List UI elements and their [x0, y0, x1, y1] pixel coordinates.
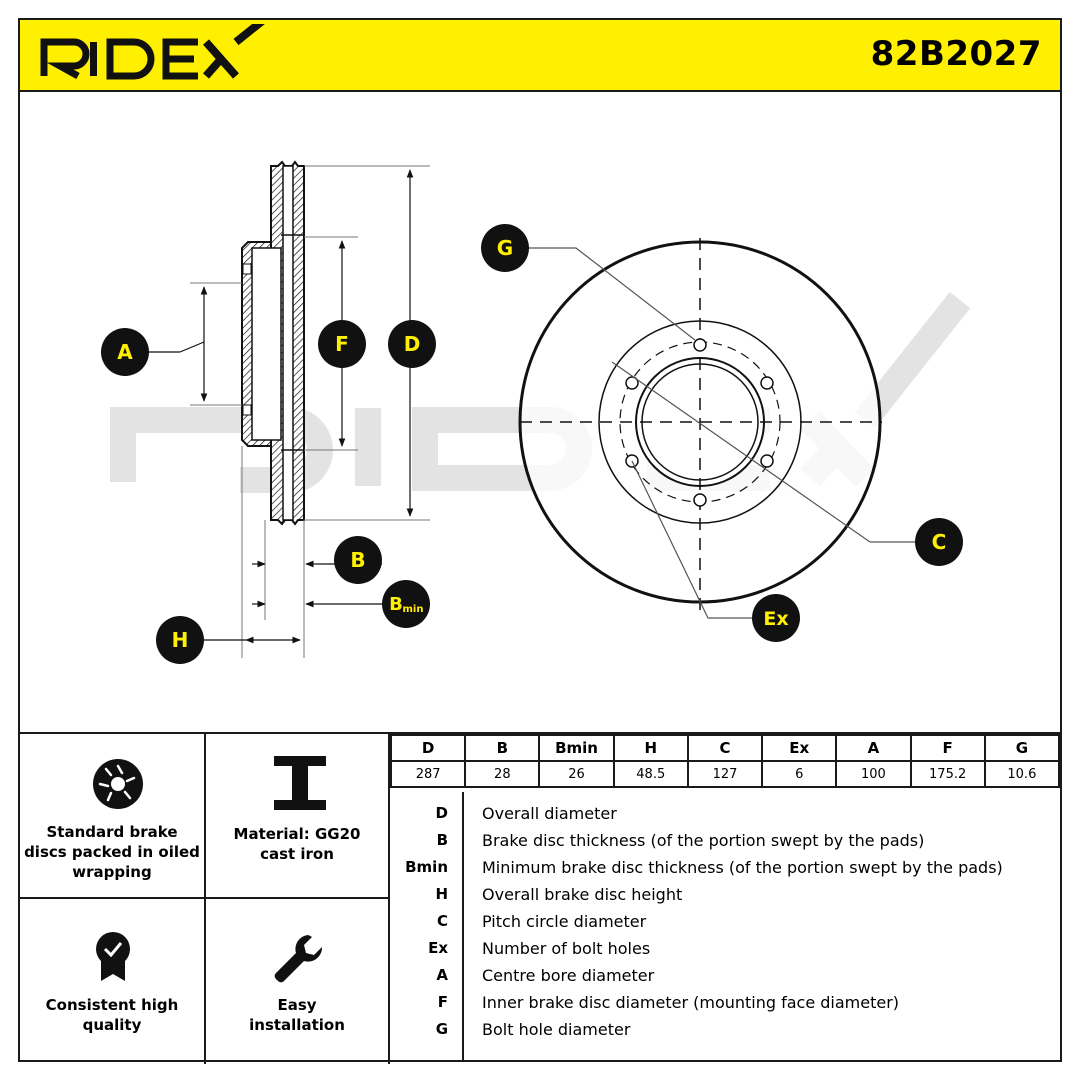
- legend-desc: Pitch circle diameter: [482, 912, 647, 931]
- legend-key-column: [390, 792, 464, 1062]
- label-bmin: B min: [382, 580, 430, 628]
- spec-header: A: [835, 734, 912, 762]
- label-f: F: [318, 320, 366, 368]
- spec-value: 6: [761, 760, 838, 788]
- spec-value: 26: [538, 760, 615, 788]
- spec-value: 175.2: [909, 760, 986, 788]
- spec-value: 100: [835, 760, 912, 788]
- feature-quality: Consistent high quality: [20, 899, 206, 1064]
- spec-header: G: [983, 734, 1061, 762]
- legend-row: H Overall brake disc height: [390, 881, 1060, 908]
- legend-desc: Overall brake disc height: [482, 885, 683, 904]
- quality-badge-icon: [96, 932, 130, 981]
- spec-value-row: 287 28 26 48.5 127 6 100 175.2 10.6: [389, 760, 1061, 788]
- spec-value: 287: [389, 760, 467, 788]
- label-b: B: [334, 536, 382, 584]
- svg-text:C: C: [932, 530, 947, 554]
- spec-header: C: [686, 734, 764, 762]
- legend-desc: Bolt hole diameter: [482, 1020, 631, 1039]
- svg-text:G: G: [497, 236, 513, 260]
- legend-row: D Overall diameter: [390, 800, 1060, 827]
- legend-desc: Number of bolt holes: [482, 939, 651, 958]
- bottom-section: Standard brake discs packed in oiled wra…: [20, 732, 1061, 1064]
- svg-text:B: B: [389, 594, 403, 615]
- feature-text-line: Standard brake: [46, 823, 178, 841]
- feature-text-line: wrapping: [72, 863, 152, 881]
- legend-desc: Minimum brake disc thickness (of the por…: [482, 858, 1003, 877]
- spec-value: 48.5: [612, 760, 689, 788]
- spec-header: H: [612, 734, 689, 762]
- legend-key: B: [436, 831, 448, 849]
- label-ex: Ex: [752, 594, 800, 642]
- spec-table: D B Bmin H C Ex A F G 287 28 26 48.5 127…: [389, 734, 1061, 788]
- legend-desc: Overall diameter: [482, 804, 617, 823]
- header-bar: 82B2027: [20, 14, 1060, 92]
- label-a: A: [101, 328, 149, 376]
- wrench-icon: [274, 934, 323, 983]
- disc-side-view: [148, 160, 430, 658]
- svg-text:F: F: [335, 332, 349, 356]
- legend-desc: Brake disc thickness (of the portion swe…: [482, 831, 925, 850]
- feature-material: Material: GG20 cast iron: [206, 734, 390, 899]
- feature-text-line: discs packed in oiled: [24, 843, 200, 861]
- svg-text:A: A: [117, 340, 133, 364]
- legend-row: Bmin Minimum brake disc thickness (of th…: [390, 854, 1060, 881]
- i-beam-material-icon: [274, 756, 326, 810]
- datasheet: 82B2027: [18, 14, 1062, 1064]
- feature-text-line: Easy: [277, 996, 317, 1014]
- feature-text-line: Consistent high: [45, 996, 179, 1014]
- legend-key: G: [435, 1020, 448, 1038]
- label-c: C: [915, 518, 963, 566]
- legend-key: A: [436, 966, 448, 984]
- disc-front-view: [518, 238, 916, 619]
- technical-drawing: A F D B B min H G C Ex: [101, 160, 971, 664]
- dimension-legend: D Overall diameter B Brake disc thicknes…: [390, 792, 1060, 1062]
- spec-header: B: [464, 734, 541, 762]
- legend-desc: Inner brake disc diameter (mounting face…: [482, 993, 900, 1012]
- spec-header: F: [909, 734, 986, 762]
- legend-row: F Inner brake disc diameter (mounting fa…: [390, 989, 1060, 1016]
- feature-installation: Easy installation: [206, 899, 390, 1064]
- svg-text:B: B: [350, 548, 365, 572]
- legend-key: H: [435, 885, 448, 903]
- dimension-labels: A F D B B min H G C Ex: [101, 224, 963, 664]
- spec-header-row: D B Bmin H C Ex A F G: [389, 734, 1061, 762]
- spec-value: 127: [686, 760, 764, 788]
- legend-key: D: [435, 804, 448, 822]
- feature-oiled-wrapping: Standard brake discs packed in oiled wra…: [20, 734, 206, 899]
- legend-key: Ex: [428, 939, 448, 957]
- spec-value: 28: [464, 760, 541, 788]
- spec-header: Ex: [761, 734, 838, 762]
- feature-text-line: cast iron: [260, 845, 334, 863]
- spec-header: D: [389, 734, 467, 762]
- legend-key: C: [436, 912, 448, 930]
- spec-value: 10.6: [983, 760, 1061, 788]
- feature-text-line: Material: GG20: [233, 825, 361, 843]
- spec-header: Bmin: [538, 734, 615, 762]
- part-number: 82B2027: [870, 34, 1042, 74]
- label-h: H: [156, 616, 204, 664]
- legend-key: F: [437, 993, 448, 1011]
- legend-row: A Centre bore diameter: [390, 962, 1060, 989]
- label-g: G: [481, 224, 529, 272]
- feature-text-line: installation: [249, 1016, 345, 1034]
- svg-text:min: min: [403, 604, 424, 615]
- legend-row: G Bolt hole diameter: [390, 1016, 1060, 1043]
- svg-text:D: D: [404, 332, 421, 356]
- legend-row: Ex Number of bolt holes: [390, 935, 1060, 962]
- svg-text:Ex: Ex: [763, 608, 788, 630]
- legend-row: B Brake disc thickness (of the portion s…: [390, 827, 1060, 854]
- oil-wrapped-disc-icon: [93, 759, 143, 809]
- feature-text-line: quality: [82, 1016, 142, 1034]
- label-d: D: [388, 320, 436, 368]
- legend-key: Bmin: [405, 858, 448, 876]
- legend-row: C Pitch circle diameter: [390, 908, 1060, 935]
- brand-logo: [38, 14, 288, 88]
- svg-text:H: H: [172, 628, 189, 652]
- legend-desc: Centre bore diameter: [482, 966, 655, 985]
